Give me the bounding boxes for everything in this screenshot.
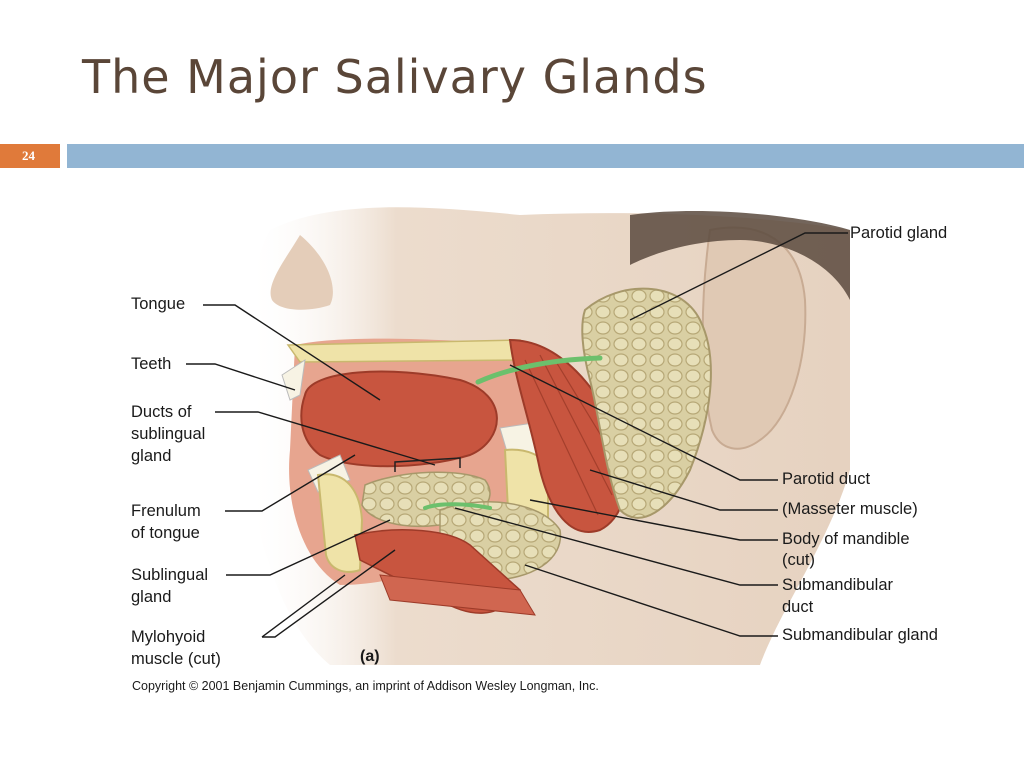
figure-panel-label: (a) <box>360 648 380 665</box>
nose-shape <box>270 235 333 310</box>
label-mylohyoid-line1: Mylohyoid <box>131 628 206 646</box>
label-mylohyoid-line2: muscle (cut) <box>131 650 221 668</box>
label-frenulum-line2: of tongue <box>131 524 200 542</box>
slide-title: The Major Salivary Glands <box>82 50 708 104</box>
parotid-gland <box>581 287 712 519</box>
page-number-badge: 24 <box>0 144 60 168</box>
submandibular-duct-line <box>423 502 492 510</box>
label-submandibular-duct-line1: Submandibular <box>782 576 893 594</box>
title-divider-bar <box>67 144 1024 168</box>
mylohyoid-lower <box>379 574 536 616</box>
tongue-shape <box>300 370 498 468</box>
label-parotid-gland: Parotid gland <box>850 224 948 242</box>
label-submandibular-duct-line2: duct <box>782 598 814 616</box>
label-ducts-sublingual-line2: sublingual <box>131 425 206 443</box>
label-sublingual-line2: gland <box>131 588 172 606</box>
label-frenulum-line1: Frenulum <box>131 502 201 520</box>
label-mandible-line1: Body of mandible <box>782 530 910 548</box>
label-mandible-line2: (cut) <box>782 551 815 569</box>
label-masseter: (Masseter muscle) <box>782 500 918 518</box>
leader-lines <box>186 232 848 638</box>
copyright-notice: Copyright © 2001 Benjamin Cummings, an i… <box>132 679 599 693</box>
label-ducts-sublingual-line3: gland <box>131 447 172 465</box>
label-submandibular-gland: Submandibular gland <box>782 626 938 644</box>
label-sublingual-line1: Sublingual <box>131 566 209 584</box>
duct-bracket <box>394 457 461 472</box>
label-teeth: Teeth <box>131 355 172 373</box>
label-ducts-sublingual-line1: Ducts of <box>131 403 192 421</box>
hair-shape <box>630 210 850 300</box>
label-tongue: Tongue <box>131 295 186 313</box>
parotid-duct-line <box>475 355 603 385</box>
label-parotid-duct: Parotid duct <box>782 470 871 488</box>
masseter-muscle <box>508 338 628 533</box>
front-teeth <box>281 358 306 401</box>
